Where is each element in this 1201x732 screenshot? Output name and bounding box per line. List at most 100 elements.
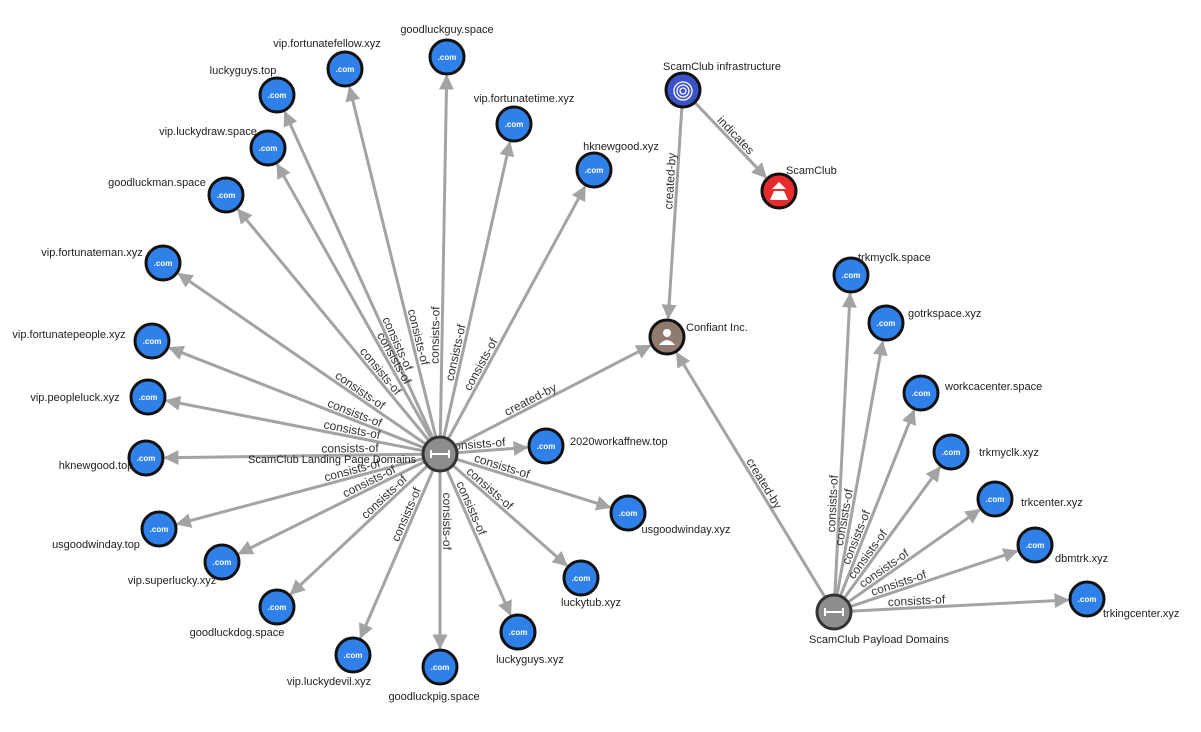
domain-node[interactable]: .com — [129, 378, 167, 416]
domain-node[interactable]: .com — [203, 543, 241, 581]
domain-node[interactable]: .com — [499, 613, 537, 651]
edge-consists-of[interactable] — [236, 208, 430, 442]
domain-circle — [1068, 580, 1106, 618]
domain-node[interactable]: .com — [334, 636, 372, 674]
domain-node[interactable]: .com — [575, 151, 613, 189]
domain-label: dbmtrk.xyz — [1055, 553, 1108, 565]
edge-consists-of[interactable] — [177, 272, 427, 446]
domain-node[interactable]: .com — [421, 648, 459, 686]
edge-consists-of[interactable] — [839, 409, 916, 596]
domain-circle — [1016, 526, 1054, 564]
domain-node[interactable]: .com — [867, 304, 905, 342]
domain-label: vip.fortunatefellow.xyz — [273, 38, 381, 50]
domain-circle — [207, 176, 245, 214]
edge-created-by[interactable] — [455, 344, 652, 448]
edge-indicates[interactable] — [694, 102, 767, 179]
domain-circle — [326, 50, 364, 88]
edge-consists-of[interactable] — [445, 469, 512, 616]
edge-label: indicates — [714, 113, 757, 157]
edge-consists-of[interactable] — [165, 395, 423, 453]
edge-consists-of[interactable] — [276, 163, 433, 440]
domain-node[interactable]: .com — [133, 322, 171, 360]
edge-consists-of[interactable] — [457, 440, 529, 456]
domain-badge-icon: .com — [268, 91, 287, 100]
domain-node[interactable]: .com — [428, 38, 466, 76]
edge-consists-of[interactable] — [850, 548, 1019, 608]
domain-node[interactable]: .com — [249, 129, 287, 167]
landing-group-node[interactable] — [421, 435, 459, 473]
domain-label: luckyguys.xyz — [496, 654, 564, 666]
edge-label: created-by — [502, 380, 559, 418]
domain-circle — [527, 427, 565, 465]
domain-node[interactable]: .com — [127, 439, 165, 477]
domain-label: vip.peopleluck.xyz — [30, 392, 119, 404]
threat-actor-node[interactable] — [760, 172, 798, 210]
domain-badge-icon: .com — [509, 628, 528, 637]
infrastructure-node[interactable] — [664, 71, 702, 109]
edge-consists-of[interactable] — [442, 141, 515, 437]
edge-consists-of[interactable] — [456, 457, 612, 511]
domain-node[interactable]: .com — [562, 559, 600, 597]
edge-consists-of[interactable] — [452, 464, 568, 567]
domain-badge-icon: .com — [877, 319, 896, 328]
domain-node[interactable]: .com — [144, 244, 182, 282]
domain-circle — [609, 494, 647, 532]
edge-consists-of[interactable] — [345, 85, 438, 437]
payload-group-label: ScamClub Payload Domains — [809, 634, 950, 646]
domain-node[interactable]: .com — [258, 588, 296, 626]
domain-badge-icon: .com — [154, 259, 173, 268]
domain-label: 2020workaffnew.top — [570, 436, 668, 448]
domain-label: hknewgood.xyz — [583, 141, 659, 153]
domain-badge-icon: .com — [217, 191, 236, 200]
domain-label: goodluckguy.space — [400, 24, 493, 36]
domain-node[interactable]: .com — [932, 433, 970, 471]
domain-circle — [562, 559, 600, 597]
domain-node[interactable]: .com — [832, 256, 870, 294]
edge-consists-of[interactable] — [175, 457, 423, 528]
domain-node[interactable]: .com — [258, 76, 296, 114]
threat-actor-label: ScamClub — [786, 165, 837, 177]
edge-created-by[interactable] — [661, 107, 684, 320]
edge-consists-of[interactable] — [843, 466, 941, 599]
edge-consists-of[interactable] — [847, 508, 981, 603]
edge-consists-of[interactable] — [168, 345, 424, 449]
edge-consists-of[interactable] — [835, 340, 888, 595]
edge-label: consists-of — [440, 493, 454, 551]
domain-label: luckyguys.top — [210, 65, 277, 77]
fingerprint-icon — [673, 81, 693, 101]
edge-created-by[interactable] — [675, 351, 826, 598]
domain-node[interactable]: .com — [902, 374, 940, 412]
edge-consists-of[interactable] — [447, 185, 587, 439]
edge-consists-of[interactable] — [289, 465, 428, 596]
domain-node[interactable]: .com — [976, 480, 1014, 518]
infrastructure-circle — [664, 71, 702, 109]
domain-circle — [499, 613, 537, 651]
edge-consists-of[interactable] — [438, 74, 454, 437]
edge-consists-of[interactable] — [833, 292, 857, 595]
domain-node[interactable]: .com — [1016, 526, 1054, 564]
domain-node[interactable]: .com — [495, 105, 533, 143]
domain-node[interactable]: .com — [609, 494, 647, 532]
edge-label: consists-of — [448, 435, 507, 453]
identity-node[interactable] — [648, 318, 686, 356]
domain-label: goodluckpig.space — [388, 691, 479, 703]
infrastructure-label: ScamClub infrastructure — [663, 61, 781, 73]
edge-consists-of[interactable] — [163, 450, 423, 466]
domain-node[interactable]: .com — [326, 50, 364, 88]
domain-node[interactable]: .com — [140, 510, 178, 548]
payload-group-node[interactable] — [815, 593, 853, 631]
edge-consists-of[interactable] — [359, 469, 435, 639]
edge-consists-of[interactable] — [851, 593, 1070, 613]
edge-label: created-by — [743, 456, 784, 512]
domain-badge-icon: .com — [1078, 595, 1097, 604]
domain-node[interactable]: .com — [207, 176, 245, 214]
edge-consists-of[interactable] — [237, 460, 425, 555]
domain-node[interactable]: .com — [527, 427, 565, 465]
domain-label: vip.fortunatepeople.xyz — [12, 329, 125, 341]
domain-node[interactable]: .com — [1068, 580, 1106, 618]
domain-circle — [575, 151, 613, 189]
edge-consists-of[interactable] — [283, 110, 434, 439]
domain-label: vip.fortunatetime.xyz — [474, 93, 575, 105]
domain-badge-icon: .com — [431, 663, 450, 672]
